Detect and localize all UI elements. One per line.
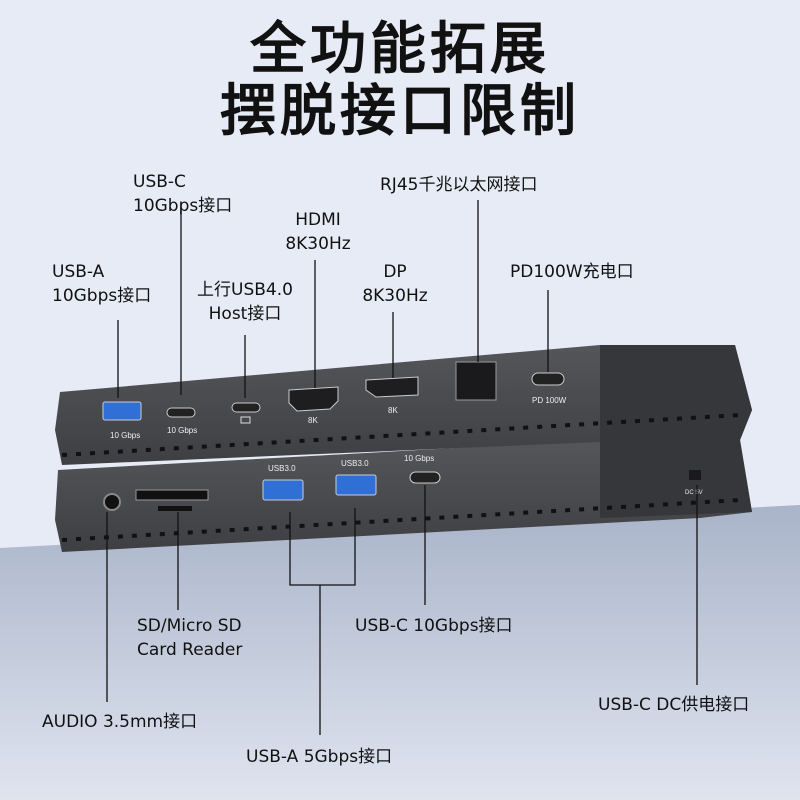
rj45-port (455, 361, 497, 401)
usb-c-port-top (166, 407, 196, 418)
sd-slot (135, 489, 209, 501)
hdmi-res-label: 8K (308, 416, 318, 425)
usb-c-front-speed-label: 10 Gbps (404, 454, 434, 463)
headline-line-1: 全功能拓展 (250, 17, 550, 82)
callout-usb-a-bottom: USB-A 5Gbps接口 (246, 747, 393, 767)
dc-label: DC 5V (685, 490, 703, 496)
headline-line-2: 摆脱接口限制 (220, 79, 580, 144)
usb3-label-1: USB3.0 (268, 464, 296, 473)
usb-a-port-bottom-2 (335, 474, 377, 496)
usb-a-port-top (102, 401, 142, 421)
usb-a-port-bottom-1 (262, 479, 304, 501)
table-surface (0, 505, 800, 800)
dp-res-label: 8K (388, 406, 398, 415)
usb-a-speed-label: 10 Gbps (110, 431, 140, 440)
hdmi-port (288, 386, 339, 412)
pd-port (531, 372, 565, 386)
usb-c-speed-label: 10 Gbps (167, 426, 197, 435)
callout-usb-c-bottom: USB-C 10Gbps接口 (355, 616, 513, 636)
microsd-slot (158, 506, 192, 511)
usb3-label-2: USB3.0 (341, 459, 369, 468)
usb-c-port-bottom (409, 471, 441, 484)
usb4-port (231, 402, 261, 413)
callout-audio: AUDIO 3.5mm接口 (42, 712, 198, 732)
callout-pd: PD100W充电口 (510, 262, 634, 282)
callout-dc-in: USB-C DC供电接口 (598, 695, 750, 715)
leader-lines (106, 200, 698, 735)
pd-label: PD 100W (532, 396, 567, 405)
dc-port (689, 470, 701, 480)
dp-port (365, 376, 419, 398)
bottom-unit (55, 440, 752, 552)
callout-rj45: RJ45千兆以太网接口 (380, 175, 538, 195)
audio-jack (103, 493, 121, 511)
top-unit (55, 345, 752, 465)
